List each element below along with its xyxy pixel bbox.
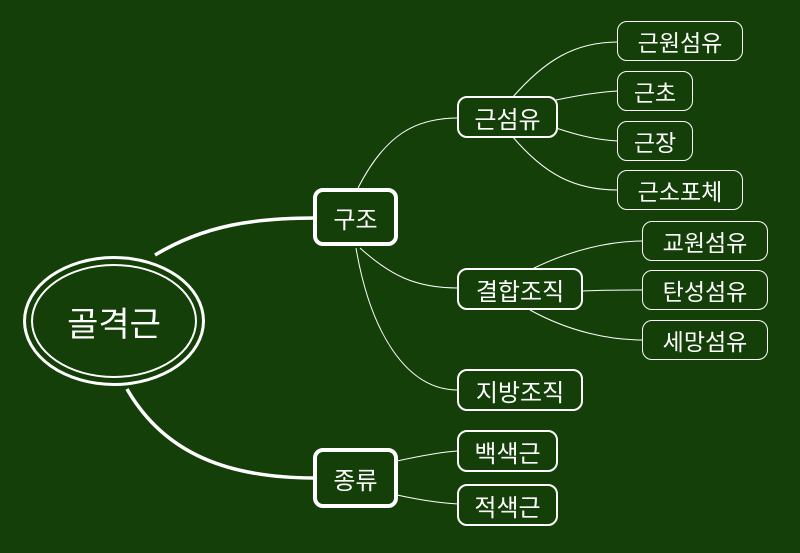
sarcoplasmic-reticulum-node[interactable]: 근소포체 — [617, 170, 743, 210]
sarcoplasm-node[interactable]: 근장 — [617, 121, 693, 161]
myofibril-node[interactable]: 근원섬유 — [617, 21, 743, 61]
white-muscle-node[interactable]: 백색근 — [457, 430, 558, 472]
sarcolemma-node[interactable]: 근초 — [617, 71, 693, 111]
types-label: 종류 — [333, 466, 378, 495]
connective-tissue-node[interactable]: 결합조직 — [457, 268, 583, 310]
link-structure-fiber — [357, 117, 459, 189]
root-label: 골격근 — [67, 304, 161, 345]
types-node[interactable]: 종류 — [313, 448, 398, 508]
elastic-fiber-node[interactable]: 탄성섬유 — [642, 270, 768, 310]
elastic-fiber-label: 탄성섬유 — [662, 280, 748, 306]
link-conn-reticular — [529, 309, 644, 341]
reticular-fiber-node[interactable]: 세망섬유 — [642, 320, 768, 360]
link-types-white — [396, 450, 459, 462]
link-fiber-sr — [511, 135, 619, 191]
link-root-structure — [154, 216, 316, 257]
red-muscle-label: 적색근 — [474, 493, 541, 522]
muscle-fiber-node[interactable]: 근섬유 — [457, 96, 558, 138]
connective-tissue-label: 결합조직 — [475, 277, 565, 306]
root-node[interactable]: 골격근 — [23, 256, 205, 386]
link-conn-collagen — [529, 240, 644, 271]
myofibril-label: 근원섬유 — [637, 31, 723, 57]
sarcoplasmic-reticulum-label: 근소포체 — [637, 180, 723, 206]
link-structure-connective — [359, 247, 459, 289]
link-structure-adipose — [355, 247, 459, 391]
link-types-red — [396, 494, 459, 505]
adipose-tissue-node[interactable]: 지방조직 — [457, 369, 583, 411]
white-muscle-label: 백색근 — [474, 439, 541, 468]
red-muscle-node[interactable]: 적색근 — [457, 484, 558, 526]
link-root-types — [125, 388, 316, 480]
link-fiber-sarcoplasm — [555, 127, 619, 142]
link-fiber-myofibril — [511, 41, 619, 99]
sarcoplasm-label: 근장 — [633, 131, 677, 157]
collagen-fiber-label: 교원섬유 — [662, 231, 748, 257]
reticular-fiber-label: 세망섬유 — [662, 330, 748, 356]
structure-label: 구조 — [333, 205, 378, 234]
collagen-fiber-node[interactable]: 교원섬유 — [642, 221, 768, 261]
link-fiber-sarcolemma — [555, 90, 619, 101]
adipose-tissue-label: 지방조직 — [475, 378, 565, 407]
sarcolemma-label: 근초 — [633, 81, 677, 107]
link-conn-elastic — [582, 289, 644, 292]
muscle-fiber-label: 근섬유 — [474, 105, 541, 134]
structure-node[interactable]: 구조 — [313, 188, 398, 246]
